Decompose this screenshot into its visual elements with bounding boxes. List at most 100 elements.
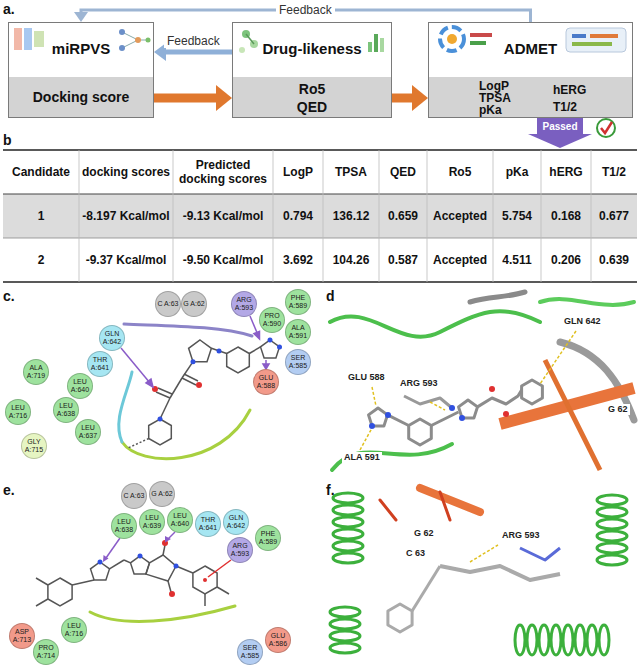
table-cell: 5.754 [493, 194, 541, 238]
process-box: ADMETLogPTPSApKahERGT1/2 [428, 22, 633, 118]
connector [392, 85, 428, 111]
table-cell: 0.206 [541, 238, 591, 282]
edge-label: Feedback [164, 34, 223, 48]
box-text: hERG [553, 83, 586, 97]
binding-pocket-outline [119, 324, 252, 459]
table-cell: Accepted [427, 194, 493, 238]
box-text: Docking score [33, 89, 129, 105]
table-cell: 0.794 [273, 194, 323, 238]
binding-pocket-outline [90, 606, 235, 621]
table-cell: 0.659 [379, 194, 427, 238]
residue-bubble: ARG A:593 [227, 537, 253, 563]
residue-label: ARG 593 [500, 530, 542, 541]
flow-arrow [392, 94, 412, 103]
box-text: QED [297, 99, 327, 115]
table-cell: docking scores [79, 150, 173, 194]
residue-bubble: C A:63 [121, 483, 147, 509]
table-cell: TPSA [323, 150, 379, 194]
arrow-head [216, 85, 232, 111]
table-cell: hERG [541, 150, 591, 194]
residue-bubble: GLN A:642 [99, 325, 125, 351]
panel-label: b [3, 132, 12, 148]
residue-bubble: PRO A:590 [259, 307, 285, 333]
ligand-sticks [369, 380, 543, 445]
hbond-arrows [121, 316, 269, 387]
box-title: miRPVS [52, 40, 110, 57]
residue-bubble: PRO A:714 [33, 639, 59, 665]
arrow-label: Passed [537, 118, 583, 134]
table-cell: 2 [3, 238, 79, 282]
arrow-head [74, 12, 88, 22]
residue-bubble: ALA A:591 [285, 319, 311, 345]
table-cell: Accepted [427, 238, 493, 282]
table-cell: T1/2 [591, 150, 637, 194]
residue-bubble: GLN A:642 [223, 509, 249, 535]
atom-dots [98, 540, 179, 597]
table-cell: 4.511 [493, 238, 541, 282]
rna-ribbon [500, 360, 634, 470]
process-box: miRPVS Docking score [8, 22, 154, 118]
residue-bubble: LEU A:638 [53, 397, 79, 423]
table-cell: 3.692 [273, 238, 323, 282]
residue-label: GLU 588 [346, 372, 387, 383]
table-cell: 104.26 [323, 238, 379, 282]
edge-label: Feedback [276, 3, 335, 17]
table-cell: LogP [273, 150, 323, 194]
ligand-structure [128, 340, 280, 448]
table-cell: pKa [493, 150, 541, 194]
hbond-dashes [360, 331, 576, 450]
table-cell: Ro5 [427, 150, 493, 194]
residue-bubble: GLY A:715 [21, 433, 47, 459]
residue-bubble: ASP A:713 [9, 623, 35, 649]
residue-bubble: ARG A:593 [231, 291, 257, 317]
table-cell: -9.13 Kcal/mol [173, 194, 273, 238]
residue-bubble: LEU A:637 [75, 419, 101, 445]
table-cell: 0.639 [591, 238, 637, 282]
flow-arrow [154, 94, 216, 103]
panel-label: f. [326, 482, 335, 498]
box-band [429, 77, 632, 117]
ligand-atoms [369, 386, 509, 429]
residue-bubble: SER A:585 [285, 349, 311, 375]
feedback-line [166, 50, 232, 55]
residue-bubble: LEU A:640 [167, 507, 193, 533]
table-cell: Predicted docking scores [173, 150, 273, 194]
residue-label: C 63 [404, 548, 427, 559]
residue-bubble: LEU A:639 [139, 509, 165, 535]
residue-bubble: GLU A:586 [265, 627, 291, 653]
residue-bubble: PHE A:589 [285, 289, 311, 315]
residue-bubble: THR A:641 [87, 351, 113, 377]
table-cell: 136.12 [323, 194, 379, 238]
box-text: pKa [479, 103, 502, 117]
residue-bubble: GLU A:588 [253, 369, 279, 395]
protein-helix [330, 493, 627, 655]
ligand-sticks [388, 545, 560, 632]
panel-label: d [326, 288, 335, 304]
residue-label: ARG 593 [398, 378, 440, 389]
residue-bubble: C A:63 [155, 291, 181, 317]
rna-sticks [380, 488, 480, 520]
arrow-head [412, 85, 428, 111]
residue-bubble: LEU A:716 [61, 617, 87, 643]
residue-label: ALA 591 [342, 452, 382, 463]
table-cell: -8.197 Kcal/mol [79, 194, 173, 238]
residue-bubble: ALA A:719 [23, 359, 49, 385]
connector [154, 85, 232, 111]
panel-label: e. [3, 482, 15, 498]
table-cell: 0.587 [379, 238, 427, 282]
table-cell: -9.37 Kcal/mol [79, 238, 173, 282]
residue-label: G 62 [606, 404, 630, 415]
residue-bubble: PHE A:589 [255, 525, 281, 551]
box-title: ADMET [504, 40, 557, 57]
box-text: LogP [479, 79, 509, 93]
interaction-lines [103, 532, 231, 582]
table-cell: 0.677 [591, 194, 637, 238]
table-cell: 1 [3, 194, 79, 238]
residue-bubble: G A:62 [149, 481, 175, 507]
residue-label: GLN 642 [562, 316, 603, 327]
table-cell: 0.168 [541, 194, 591, 238]
box-text: T1/2 [553, 100, 577, 114]
table-cell: Candidate [3, 150, 79, 194]
passed-arrow [528, 118, 615, 148]
